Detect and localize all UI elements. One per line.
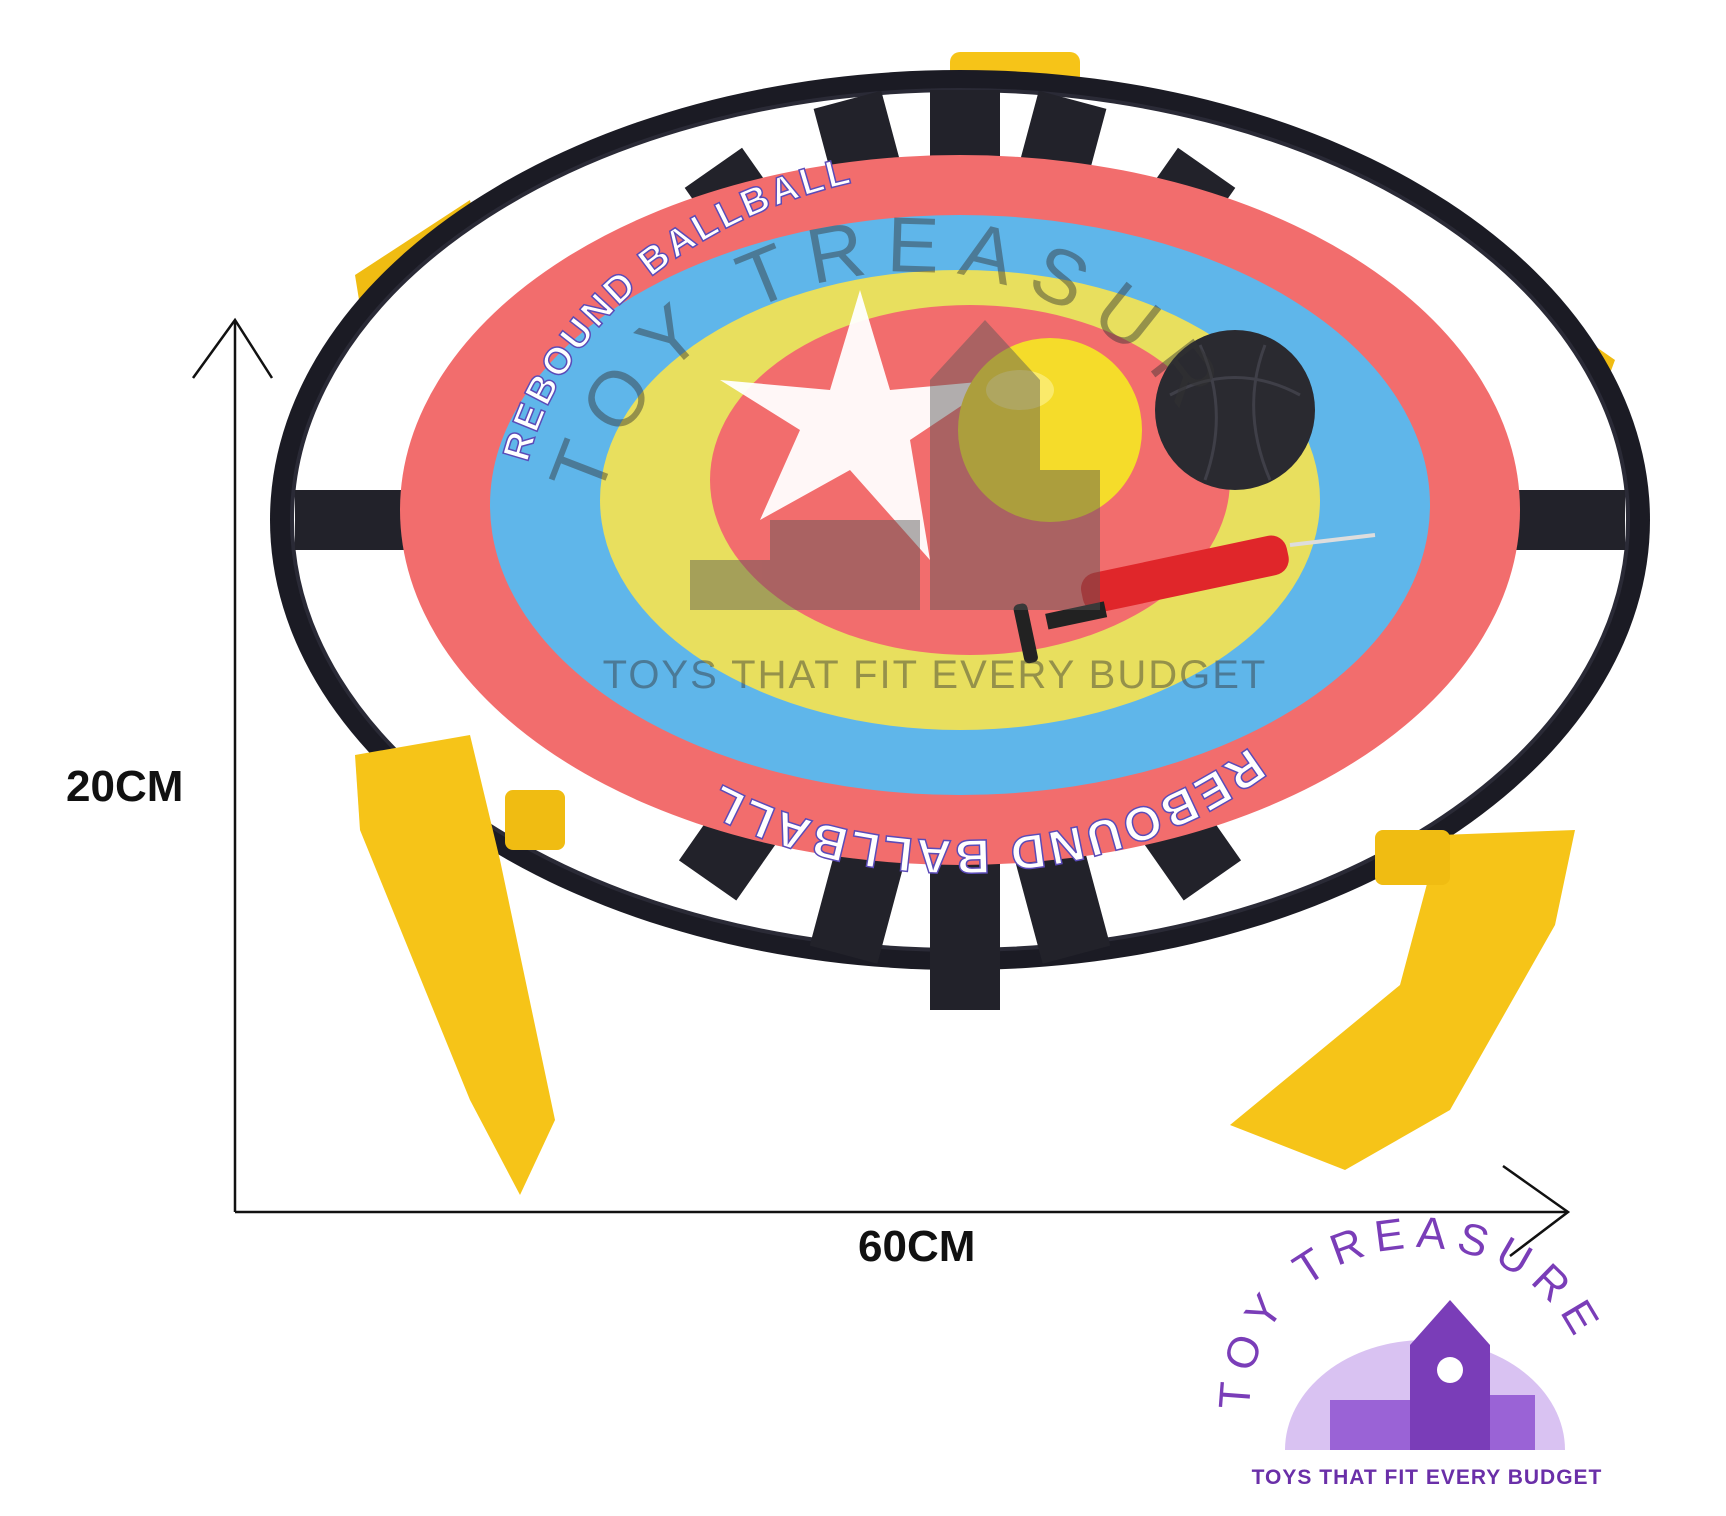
width-dimension-label: 60CM [858, 1222, 976, 1271]
brand-logo: TOY TREASURE TOYS THAT FIT EVERY BUDGET [1210, 1208, 1603, 1489]
yellow-ball [958, 338, 1142, 522]
black-ball [1155, 330, 1315, 490]
castle-watermark-icon [690, 320, 1100, 610]
trampoline-mat: REBOUND BALLBALL REBOUND BALLBALL [400, 149, 1520, 884]
logo-tagline: TOYS THAT FIT EVERY BUDGET [1252, 1466, 1603, 1489]
air-pump [1013, 533, 1376, 664]
height-dimension-label: 20CM [66, 762, 184, 811]
castle-logo-icon [1285, 1300, 1565, 1450]
height-arrow [191, 317, 274, 1212]
star-graphic [720, 290, 1000, 560]
width-arrow [235, 1164, 1571, 1257]
watermark-tagline: TOYS THAT FIT EVERY BUDGET [603, 653, 1268, 697]
front-legs [355, 735, 1575, 1195]
